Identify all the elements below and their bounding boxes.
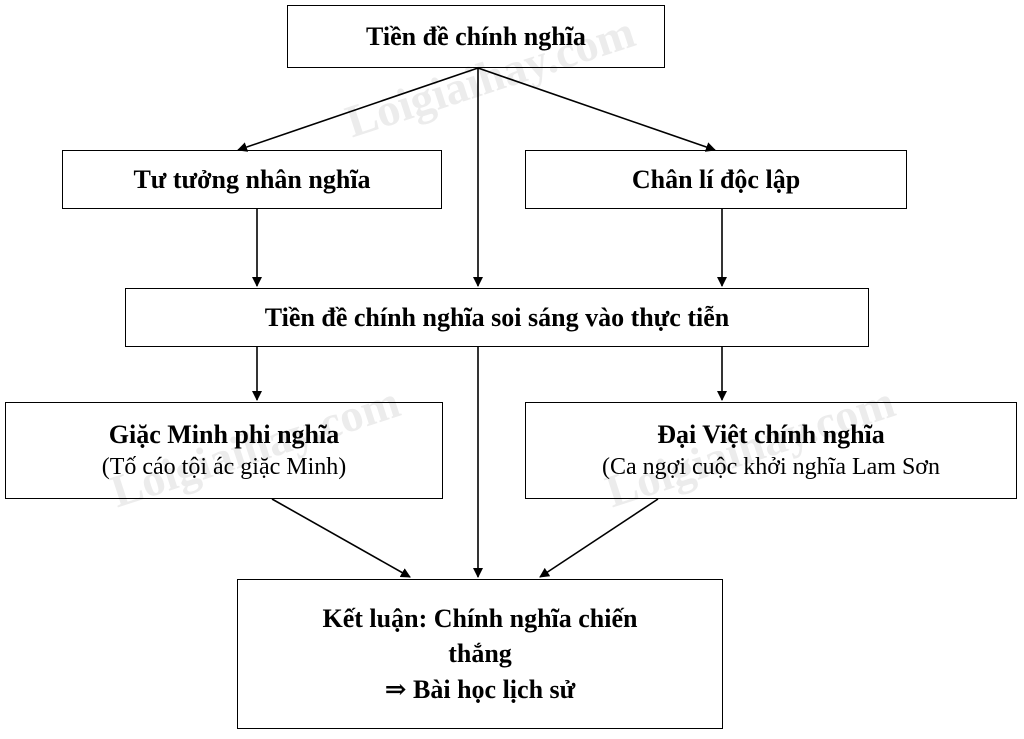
arrow-ming-conclusion <box>271 498 411 578</box>
node-daiviet: Đại Việt chính nghĩa (Ca ngợi cuộc khởi … <box>525 402 1017 499</box>
arrow-premise-humanity <box>237 67 479 152</box>
arrow-daiviet-conclusion <box>539 498 659 578</box>
node-conclusion-line2: thắng <box>448 639 512 669</box>
node-conclusion: Kết luận: Chính nghĩa chiến thắng ⇒ Bài … <box>237 579 723 729</box>
node-conclusion-line3: ⇒ Bài học lịch sử <box>384 674 576 704</box>
node-conclusion-line1: Kết luận: Chính nghĩa chiến <box>322 604 638 634</box>
node-daiviet-subtitle: (Ca ngợi cuộc khởi nghĩa Lam Sơn <box>601 454 940 481</box>
node-humanity: Tư tưởng nhân nghĩa <box>62 150 442 209</box>
node-reality: Tiền đề chính nghĩa soi sáng vào thực ti… <box>125 288 869 347</box>
node-reality-title: Tiền đề chính nghĩa soi sáng vào thực ti… <box>264 302 730 332</box>
node-independence-title: Chân lí độc lập <box>631 164 801 194</box>
node-ming: Giặc Minh phi nghĩa (Tố cáo tội ác giặc … <box>5 402 443 499</box>
arrow-premise-independence <box>477 67 716 152</box>
node-ming-subtitle: (Tố cáo tội ác giặc Minh) <box>101 454 347 481</box>
node-humanity-title: Tư tưởng nhân nghĩa <box>133 164 371 194</box>
node-ming-title: Giặc Minh phi nghĩa <box>108 420 340 450</box>
node-daiviet-title: Đại Việt chính nghĩa <box>657 420 885 450</box>
node-premise: Tiền đề chính nghĩa <box>287 5 665 68</box>
node-premise-title: Tiền đề chính nghĩa <box>366 21 586 51</box>
node-independence: Chân lí độc lập <box>525 150 907 209</box>
